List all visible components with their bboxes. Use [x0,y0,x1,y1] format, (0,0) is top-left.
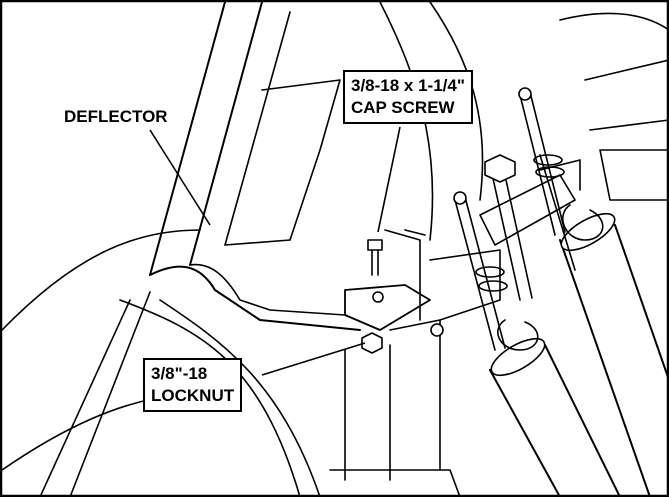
locknut-shape [361,332,383,354]
hood-arc-right [559,12,669,31]
bracket-plate [344,284,431,331]
cylinder-left-end [490,337,546,377]
deflector-callout: DEFLECTOR [64,106,168,128]
clevis-plate [479,174,576,246]
support-base [329,469,461,497]
locknut-callout: 3/8"-18 LOCKNUT [143,358,243,412]
bracket-upright-2 [404,229,426,236]
bracket-hole [372,291,384,303]
cap-screw-leader [377,126,401,233]
deflector-panel-edge [224,239,291,246]
hood-right-panel [584,59,669,81]
deflector-frame-top-3 [224,11,291,246]
chute-wall-left-inner [69,291,151,497]
cap-screw-size-label: 3/8-18 x 1-1/4" [351,76,465,95]
cap-screw-callout: 3/8-18 x 1-1/4" CAP SCREW [343,70,473,124]
cylinder-right-body [559,224,669,497]
rod-left-1 [454,196,506,351]
locknut-leader [261,342,366,376]
cylinder-right-end [560,212,616,252]
hood-arc-inner [429,1,484,201]
cap-screw-name-label: CAP SCREW [351,98,455,117]
pivot-bolt [430,323,444,337]
support-post [344,344,391,481]
bracket-upright [384,229,421,321]
support-post-front [389,319,441,471]
cylinder-left-body [489,344,621,497]
hex-bolt-head [484,154,516,183]
hood-right-box [599,149,669,201]
nut-stack-1 [475,266,505,278]
chute-wall-left [39,299,131,497]
housing-outline [1,229,201,331]
cap-screw-head [367,239,383,251]
deflector-label: DEFLECTOR [64,107,168,126]
deflector-bottom-edge-2 [189,263,346,316]
ring-loop-left [497,319,539,351]
locknut-name-label: LOCKNUT [151,386,235,405]
deflector-leader [149,129,211,226]
locknut-size-label: 3/8"-18 [151,364,208,383]
deflector-frame-top-2 [189,1,263,266]
rod-left-2 [489,161,533,301]
chute-curve-inner [159,299,321,497]
hood-right-panel-2 [589,119,669,131]
rod-left-1-cap [453,191,467,205]
deflector-bottom-edge [149,265,361,331]
ring-loop-right [561,204,604,241]
deflector-frame-top [149,1,226,276]
gearbox-outline [429,249,501,321]
cap-screw-shank [371,249,379,276]
rod-right-2 [539,154,576,271]
rod-right-1-cap [518,87,532,101]
deflector-panel-top [261,79,341,241]
nut-stack-4 [535,166,565,178]
nut-stack-2 [478,280,508,292]
nut-stack-3 [533,154,563,166]
